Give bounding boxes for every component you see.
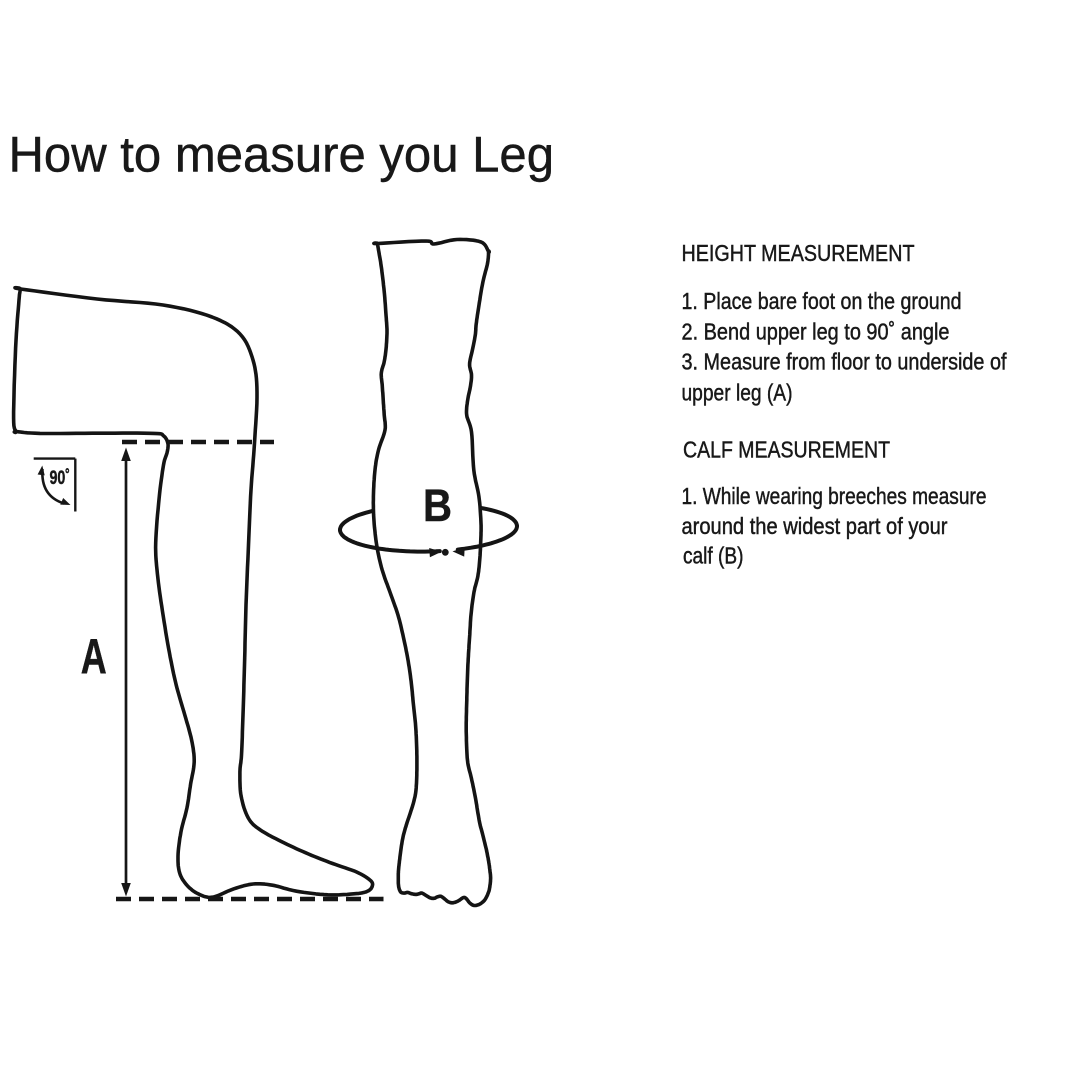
svg-text:CALF MEASUREMENT: CALF MEASUREMENT	[683, 437, 890, 463]
svg-text:3. Measure from floor to under: 3. Measure from floor to underside of	[682, 349, 1007, 375]
svg-text:HEIGHT MEASUREMENT: HEIGHT MEASUREMENT	[682, 240, 915, 266]
svg-text:1. While wearing breeches meas: 1. While wearing breeches measure	[682, 483, 987, 509]
svg-text:A: A	[81, 629, 107, 684]
svg-text:around the widest part of your: around the widest part of your	[682, 513, 948, 539]
svg-text:90˚: 90˚	[50, 466, 71, 489]
svg-text:How to measure you Leg: How to measure you Leg	[9, 126, 555, 183]
svg-text:B: B	[423, 480, 452, 531]
svg-text:2. Bend upper leg to 90˚ angle: 2. Bend upper leg to 90˚ angle	[682, 319, 950, 345]
svg-text:upper leg (A): upper leg (A)	[682, 379, 793, 405]
svg-text:1. Place bare foot on the grou: 1. Place bare foot on the ground	[682, 288, 962, 314]
svg-text:calf (B): calf (B)	[683, 543, 744, 569]
